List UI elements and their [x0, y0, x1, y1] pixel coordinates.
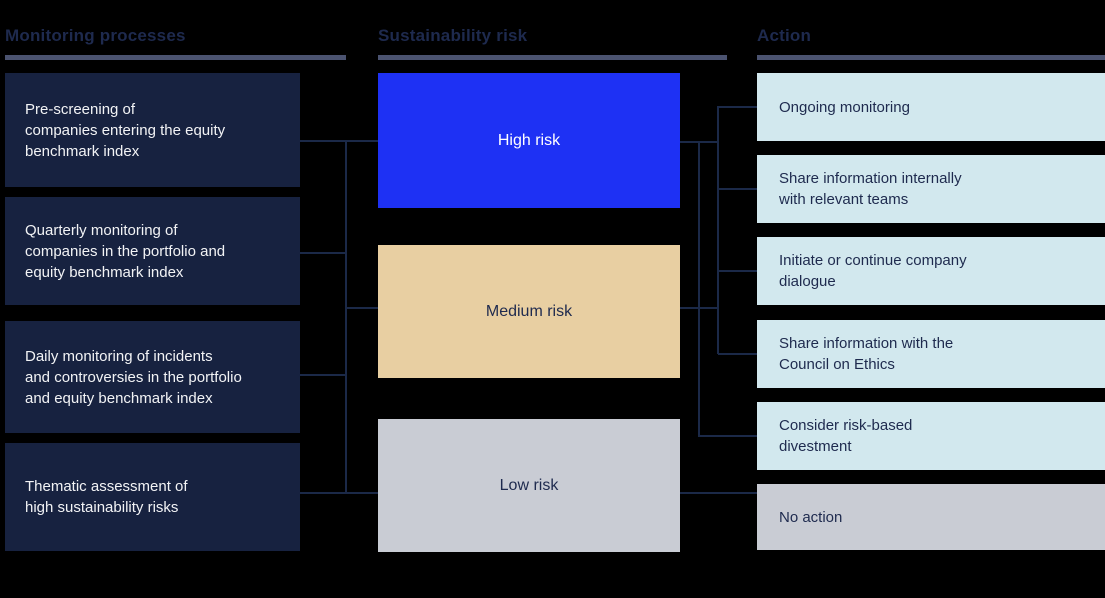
action-box-ongoing-monitoring: Ongoing monitoring [757, 73, 1105, 141]
process-box-prescreening: Pre-screening of companies entering the … [5, 73, 300, 187]
action-label: No action [779, 508, 843, 526]
action-box-divestment: Consider risk-based divestment [757, 402, 1105, 470]
process-box-thematic-assessment: Thematic assessment of high sustainabili… [5, 443, 300, 551]
action-box-council-ethics: Share information with the Council on Et… [757, 320, 1105, 388]
process-label: Daily monitoring of incidents and contro… [25, 347, 242, 407]
column-rule-risk [378, 55, 727, 60]
risk-box-high: High risk [378, 73, 680, 208]
process-label: Pre-screening of companies entering the … [25, 100, 226, 160]
connector-bus-mediumrisk [345, 307, 378, 309]
action-label: Share information with the Council on Et… [779, 335, 954, 373]
risk-label-medium: Medium risk [485, 303, 573, 320]
connector-left-bus [345, 140, 347, 494]
action-box-share-internally: Share information internally with releva… [757, 155, 1105, 223]
risk-label-low: Low risk [499, 477, 559, 494]
column-rule-action [757, 55, 1105, 60]
column-header-monitoring: Monitoring processes [5, 26, 186, 45]
column-rule-monitoring [5, 55, 346, 60]
risk-box-low: Low risk [378, 419, 680, 552]
connector-to-share-internally [718, 188, 758, 190]
connector-daily-bus [300, 374, 347, 376]
connector-right-bus-actions [717, 106, 719, 354]
action-box-company-dialogue: Initiate or continue company dialogue [757, 237, 1105, 305]
connector-to-ongoing-monitoring [718, 106, 758, 108]
action-label: Consider risk-based divestment [779, 417, 913, 455]
connector-to-dialogue [718, 270, 758, 272]
risk-label-high: High risk [497, 132, 561, 149]
action-label: Ongoing monitoring [779, 98, 910, 116]
connector-to-divestment [698, 435, 758, 437]
column-header-risk: Sustainability risk [378, 26, 528, 45]
connector-to-council-ethics [718, 353, 758, 355]
process-label: Thematic assessment of high sustainabili… [25, 478, 188, 516]
connector-quarterly-bus [300, 252, 347, 254]
risk-box-medium: Medium risk [378, 245, 680, 378]
connector-lowrisk-noaction [680, 492, 758, 494]
connector-right-bus-divestment [698, 141, 700, 437]
action-label: Share information internally with releva… [779, 170, 962, 208]
process-box-quarterly-monitoring: Quarterly monitoring of companies in the… [5, 197, 300, 305]
column-header-action: Action [757, 26, 812, 45]
action-label: Initiate or continue company dialogue [779, 252, 967, 290]
process-label: Quarterly monitoring of companies in the… [25, 221, 226, 281]
process-box-daily-monitoring: Daily monitoring of incidents and contro… [5, 321, 300, 433]
connector-thematic-lowrisk [300, 492, 378, 494]
connector-prescreening-highrisk [300, 140, 378, 142]
action-box-no-action: No action [757, 484, 1105, 550]
